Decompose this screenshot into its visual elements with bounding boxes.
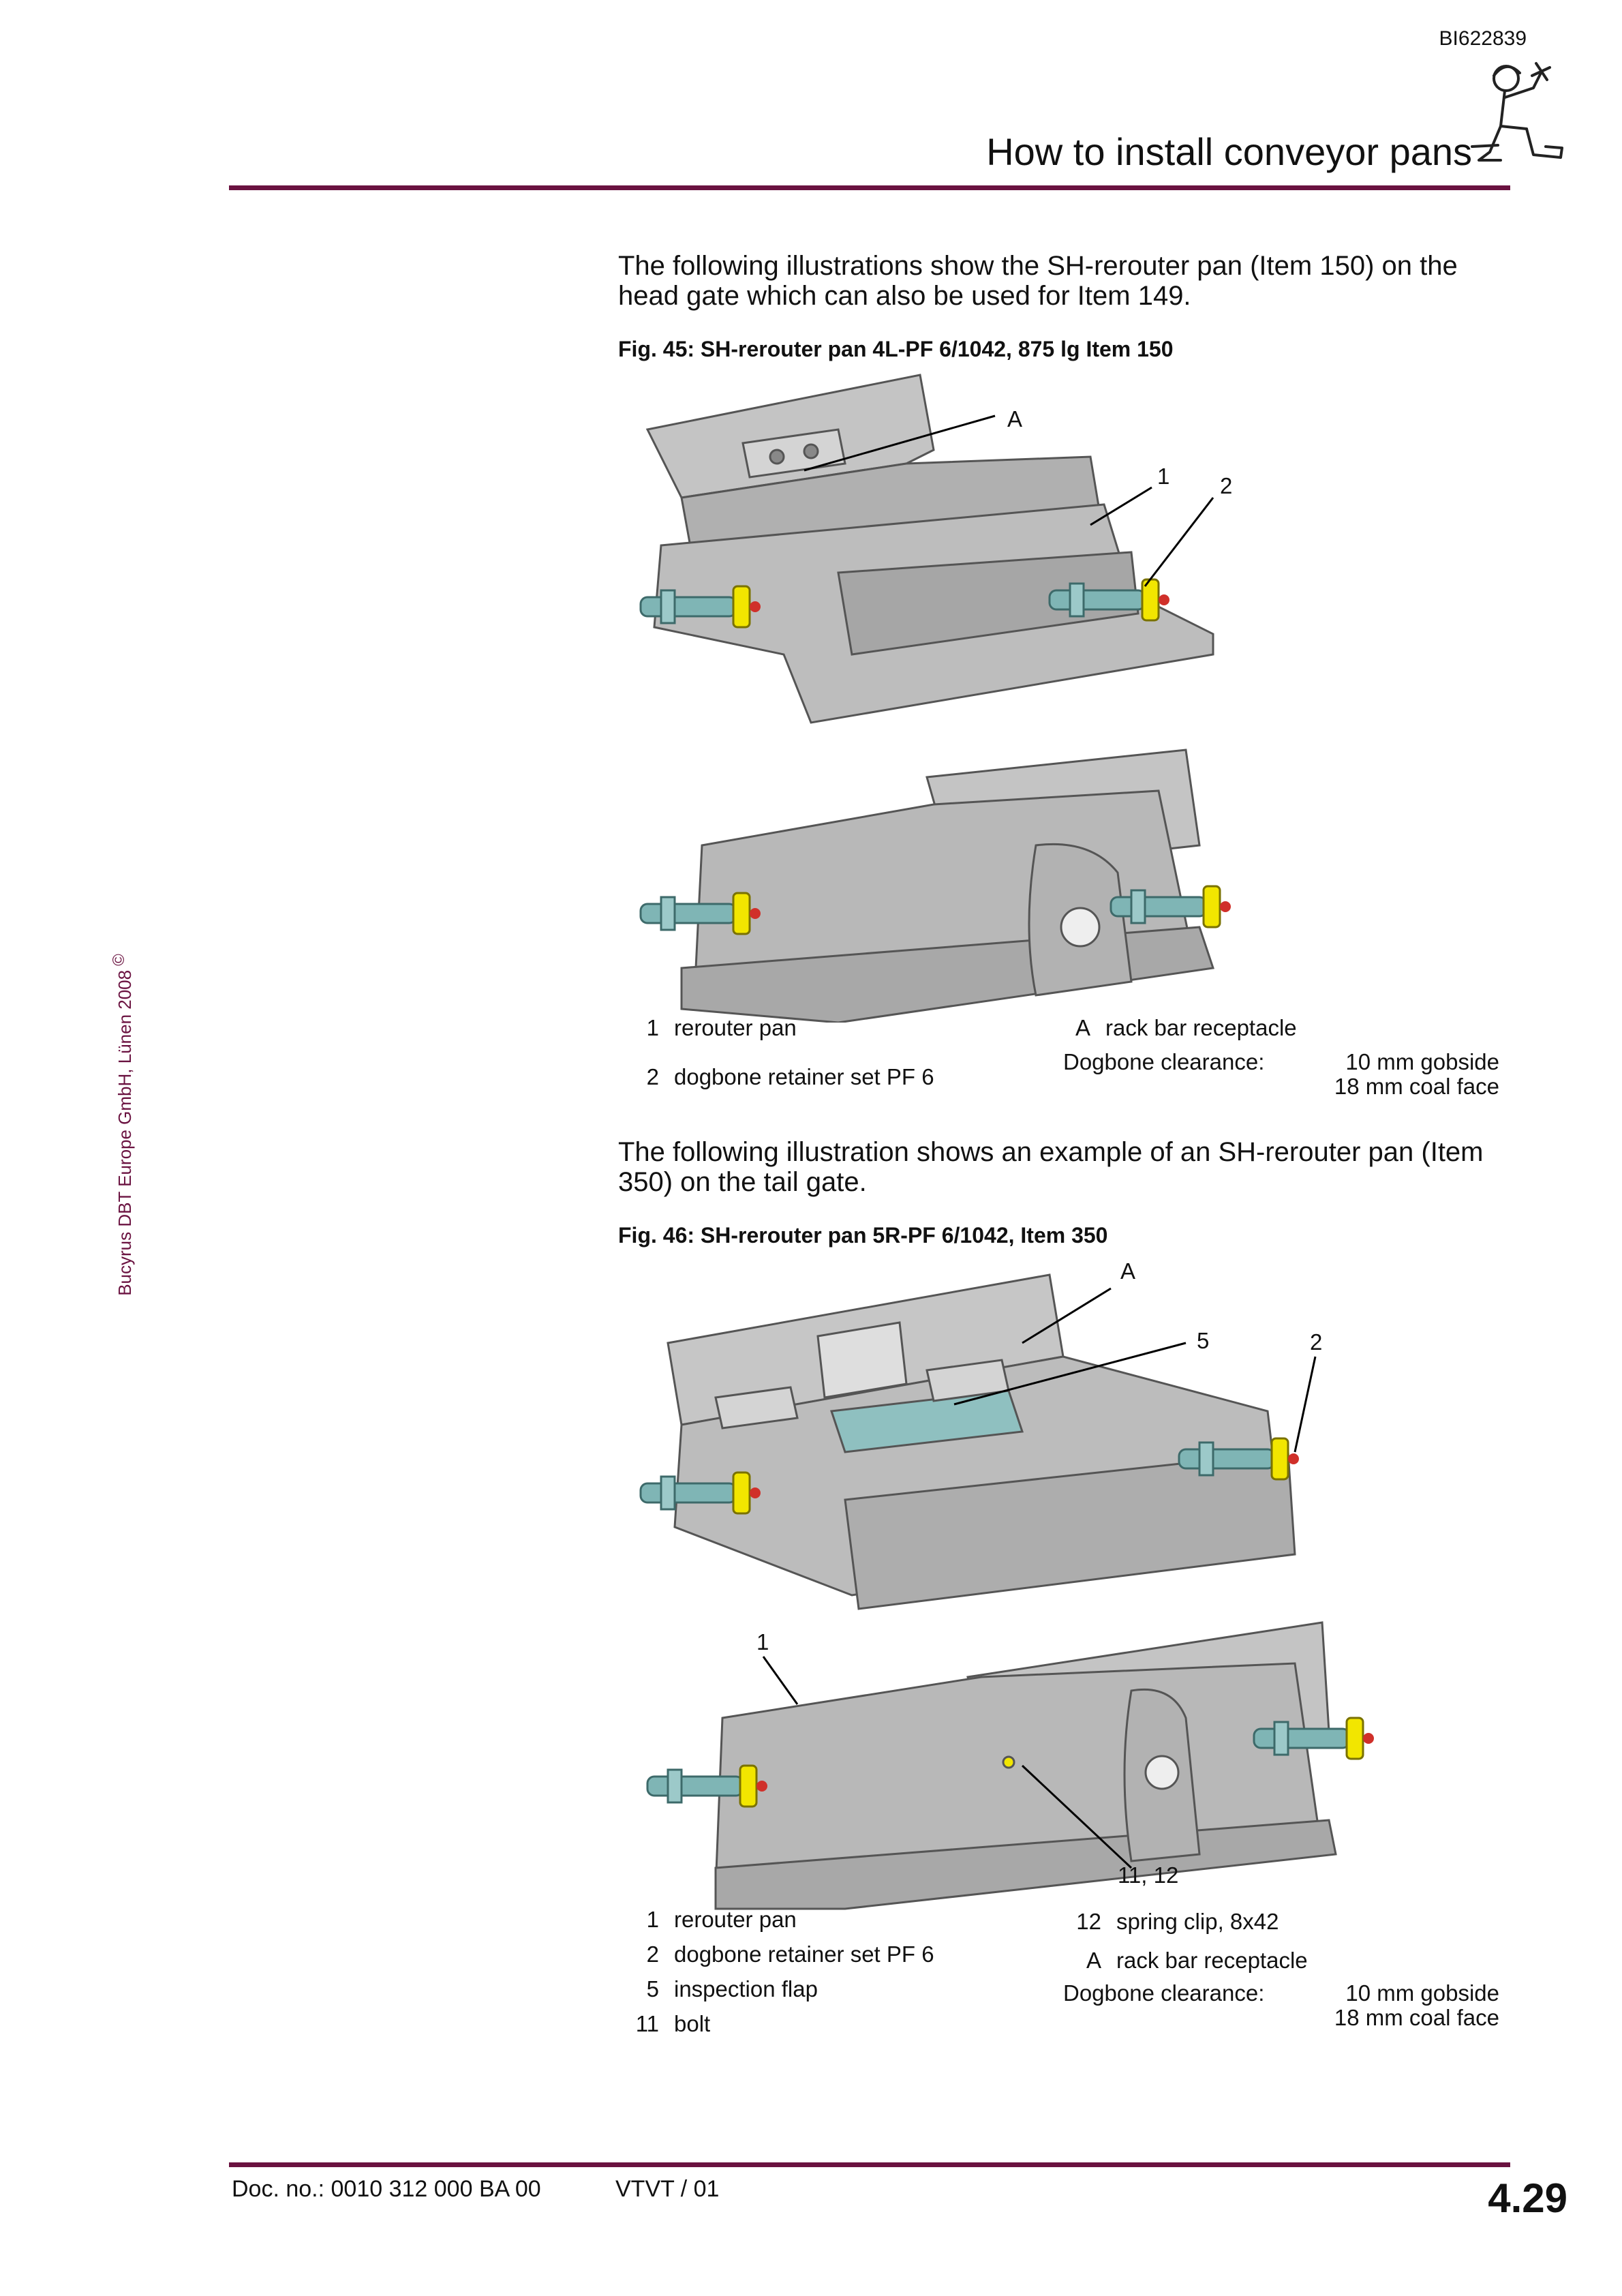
fig46-callout-1: 1 [756,1629,769,1655]
fig46-callout-5: 5 [1197,1328,1210,1353]
fig46-pan-top [667,1273,1296,1610]
fig46-pan-bottom [714,1621,1337,1910]
copyright-note: Bucyrus DBT Europe GmbH, Lünen 2008 © [110,954,136,1296]
page-number: 4.29 [1488,2175,1567,2221]
fig46-clearance-values: 10 mm gobside 18 mm coal face [1334,1980,1499,2030]
copyright-text: Bucyrus DBT Europe GmbH, Lünen 2008 [114,969,135,1296]
page-title: How to install conveyor pans [986,130,1472,173]
fig46-caption: Fig. 46: SH-rerouter pan 5R-PF 6/1042, I… [618,1223,1108,1248]
fig45-illustration [639,374,1232,1023]
fig45-callout-A: A [1007,406,1023,432]
worker-icon [1471,62,1563,162]
fig46-callout-11-12: 11, 12 [1118,1862,1179,1888]
fig45-caption: Fig. 45: SH-rerouter pan 4L-PF 6/1042, 8… [618,337,1174,361]
fig46-clearance-label: Dogbone clearance: [1063,1980,1265,2006]
section2-intro: The following illustration shows an exam… [618,1137,1484,1197]
copyright-symbol: © [110,954,129,966]
fig45-clearance-values: 10 mm gobside 18 mm coal face [1334,1049,1499,1099]
fig46-callout-A: A [1120,1258,1136,1284]
fig45-callout-1: 1 [1157,464,1170,489]
fig46-callout-2: 2 [1310,1329,1323,1355]
footer-rule [229,2162,1510,2167]
revision: VTVT / 01 [615,2176,720,2202]
section1-intro: The following illustrations show the SH-… [618,251,1458,311]
document-number: Doc. no.: 0010 312 000 BA 00 [232,2176,541,2202]
fig45-callout-2: 2 [1220,473,1233,498]
fig46-illustration [639,1273,1375,1910]
header-rule [229,185,1510,190]
fig45-clearance-label: Dogbone clearance: [1063,1049,1265,1074]
fig45-pan-bottom [680,749,1214,1023]
document-id: BI622839 [1439,27,1527,50]
fig45-pan-top [645,374,1214,724]
